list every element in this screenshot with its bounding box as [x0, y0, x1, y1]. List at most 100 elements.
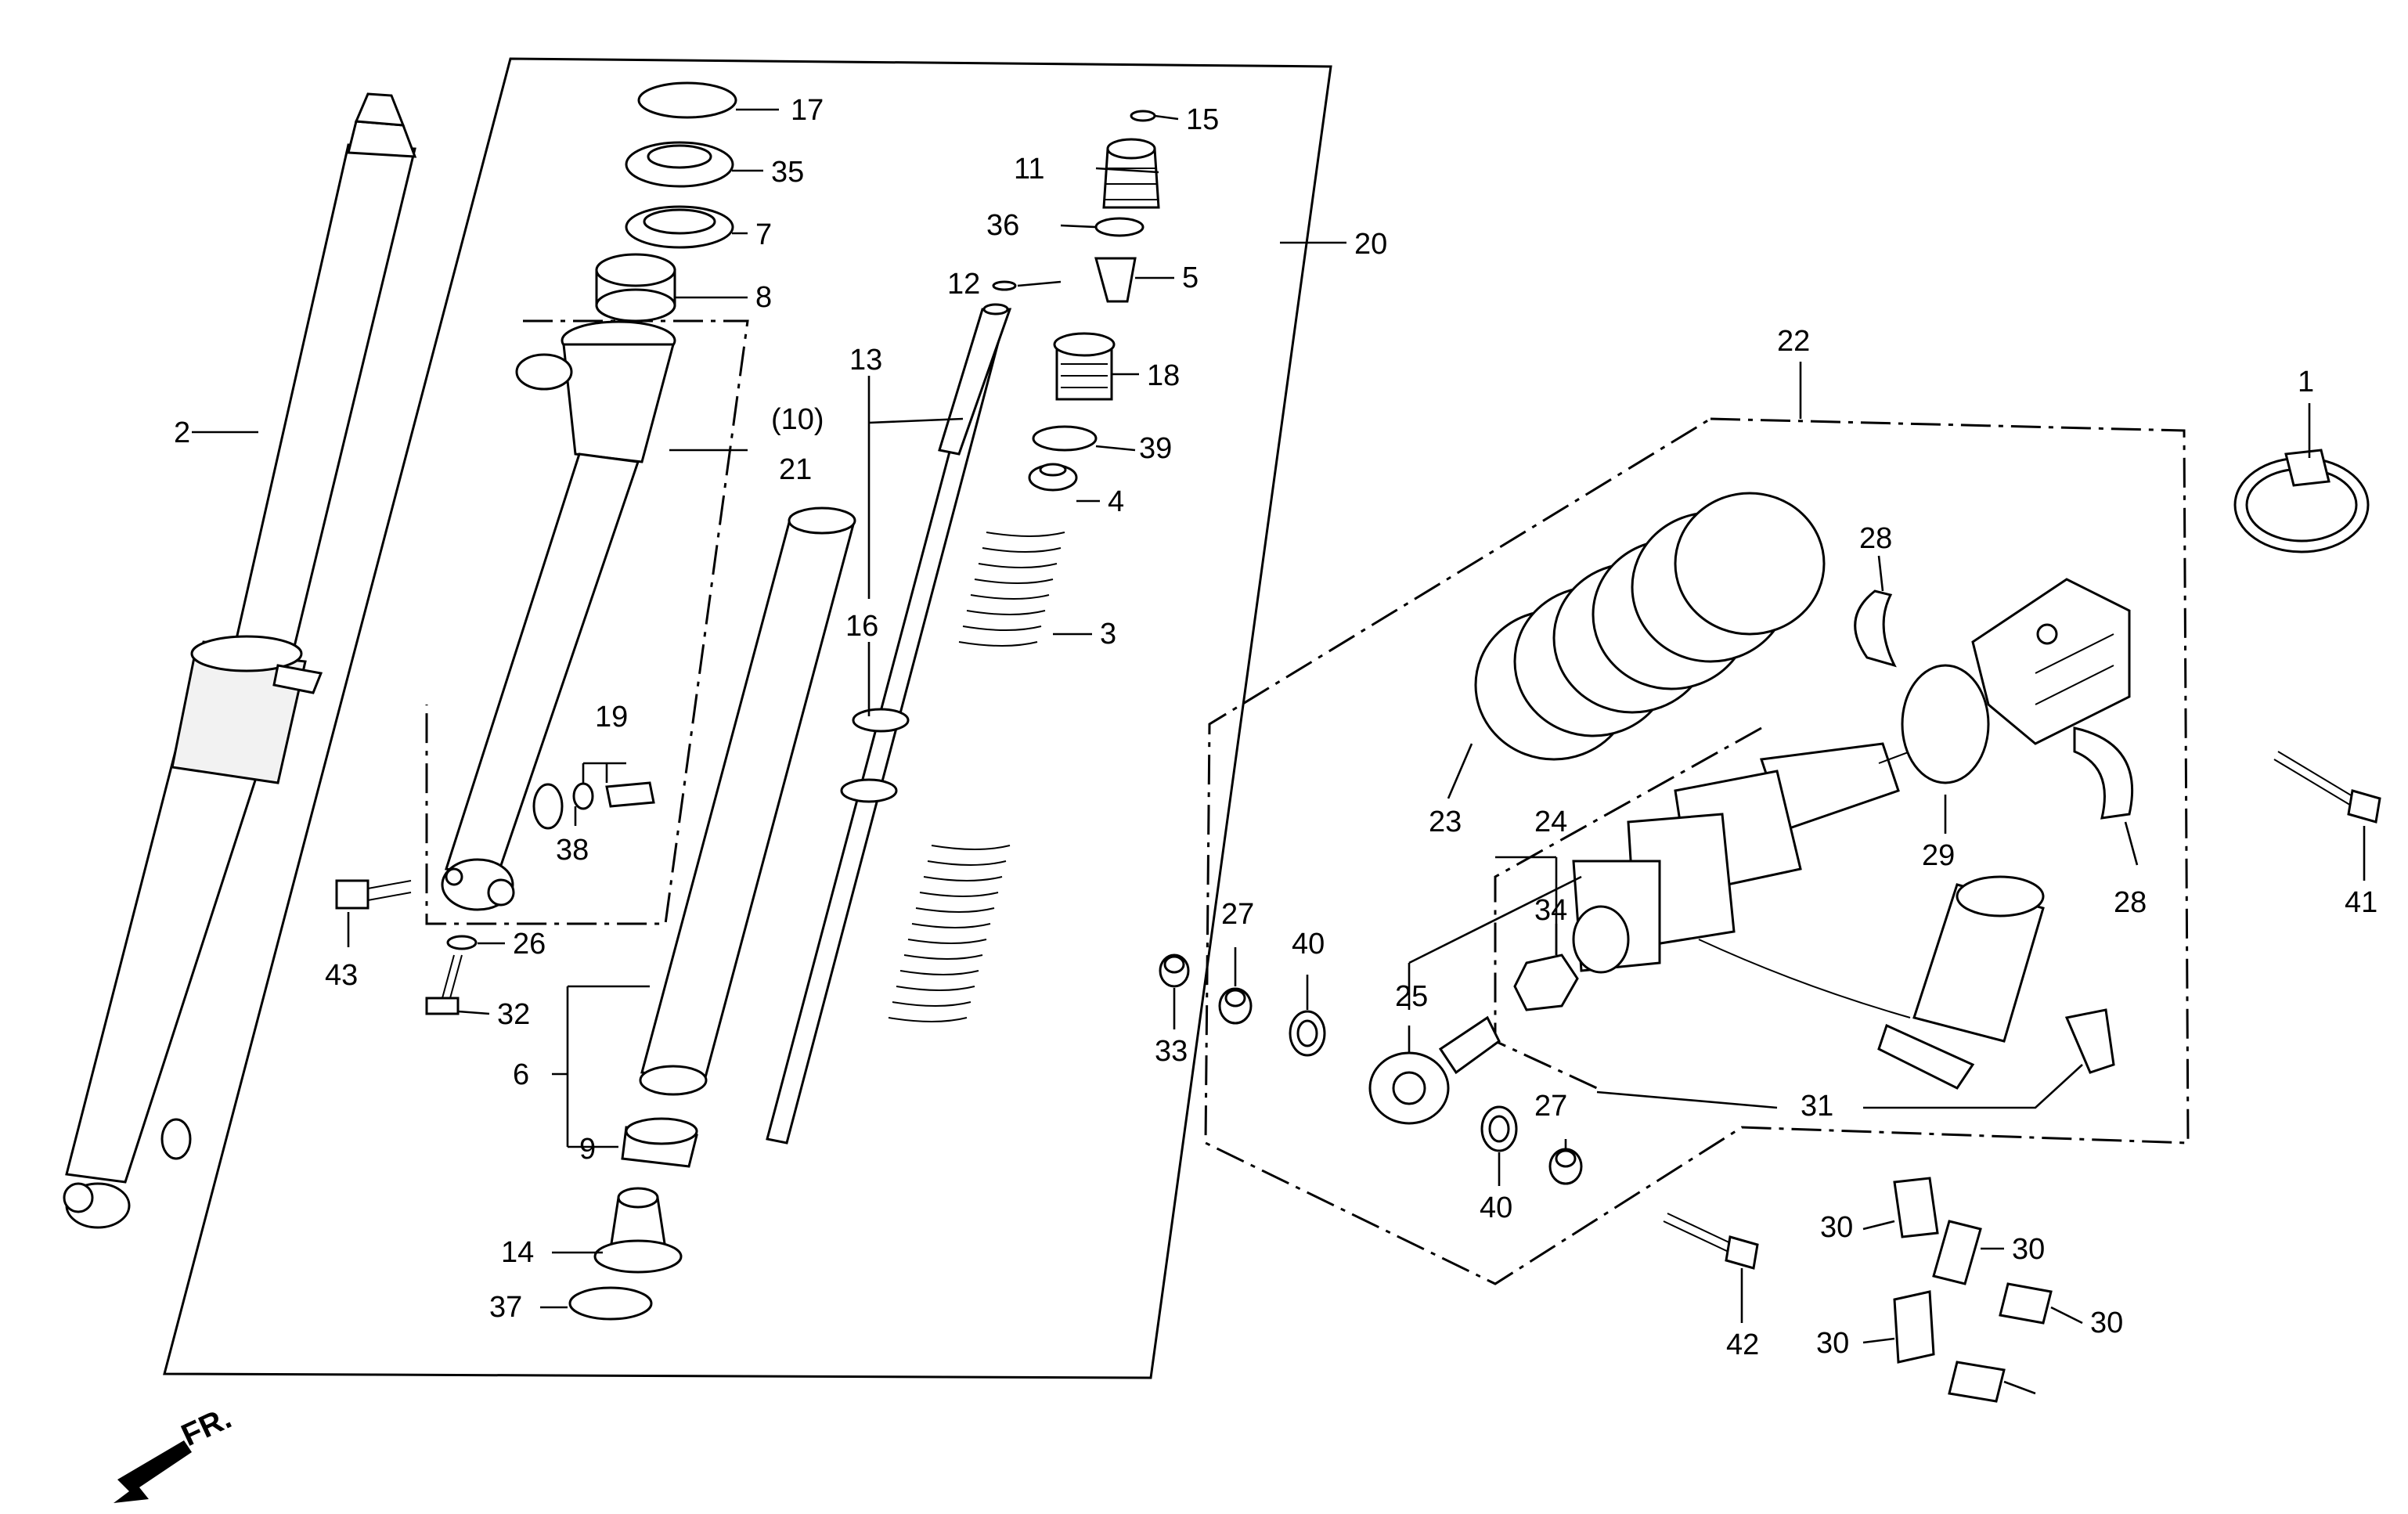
- part-8-bushing: [595, 253, 676, 323]
- label-5: 5: [1182, 261, 1199, 294]
- label-23: 23: [1429, 806, 1462, 838]
- label-7: 7: [755, 218, 772, 251]
- label-15: 15: [1186, 103, 1219, 136]
- part-30-pad-d: [1893, 1290, 1935, 1364]
- label-25: 25: [1395, 980, 1428, 1013]
- label-42: 42: [1726, 1328, 1759, 1361]
- part-40-seal-right: [1480, 1105, 1518, 1152]
- part-35-seal: [625, 141, 734, 188]
- shock-top-mount: [1901, 578, 2131, 784]
- label-35: 35: [771, 156, 804, 189]
- part-27-collar-right: [1548, 1148, 1583, 1185]
- label-11: 11: [1014, 153, 1044, 186]
- label-31: 31: [1801, 1090, 1833, 1123]
- label-38: 38: [556, 834, 589, 867]
- part-40-seal-left: [1289, 1010, 1326, 1057]
- part-28-collar-top: [1854, 589, 1897, 668]
- part-17-ring: [637, 81, 737, 119]
- part-30-pad-c: [1999, 1282, 2053, 1325]
- label-30-c: 30: [2090, 1307, 2123, 1339]
- label-21: 21: [779, 453, 812, 486]
- label-28-bottom: 28: [2114, 886, 2147, 919]
- part-42-bolt: [1663, 1213, 1759, 1270]
- part-11-adjuster: [1102, 138, 1160, 209]
- shock-body-subframe: [1494, 726, 1762, 1090]
- label-32: 32: [497, 998, 530, 1031]
- front-direction-indicator: FR.: [114, 1400, 236, 1503]
- part-4-spacer: [1028, 463, 1078, 492]
- shock-spring: [1474, 492, 1826, 761]
- label-9: 9: [579, 1133, 596, 1166]
- arrow-front-icon: [114, 1440, 192, 1503]
- part-27-collar-left: [1218, 987, 1253, 1025]
- shock-reservoir: [1698, 875, 2115, 1090]
- fork-group-frame: [163, 57, 1332, 1379]
- label-27-right: 27: [1534, 1090, 1567, 1123]
- label-28-top: 28: [1859, 522, 1892, 555]
- label-12: 12: [947, 268, 980, 301]
- label-6: 6: [513, 1058, 529, 1091]
- part-43-bolt: [335, 879, 412, 910]
- label-40-right: 40: [1480, 1191, 1512, 1224]
- label-22: 22: [1777, 325, 1810, 358]
- part-34-nut: [1513, 953, 1579, 1011]
- label-27-left: 27: [1221, 898, 1254, 931]
- label-16: 16: [845, 610, 878, 643]
- label-18: 18: [1147, 359, 1180, 392]
- part-14-piece: [593, 1187, 683, 1274]
- label-1: 1: [2298, 366, 2314, 398]
- label-34: 34: [1534, 894, 1567, 927]
- label-14: 14: [501, 1236, 534, 1269]
- part-26-washer: [446, 935, 478, 950]
- part-18-cap: [1053, 332, 1116, 401]
- part-1-clamp: [2233, 449, 2370, 553]
- part-12-clip: [992, 280, 1017, 291]
- label-41: 41: [2345, 886, 2377, 919]
- fork-tube-assembly: [63, 92, 417, 1229]
- inner-tube: [639, 506, 856, 1096]
- label-39: 39: [1139, 432, 1172, 465]
- shock-body: [1572, 727, 1974, 974]
- label-3: 3: [1100, 618, 1116, 651]
- fork-spring-upper: [958, 532, 1065, 647]
- part-39-ring: [1032, 425, 1098, 452]
- label-20: 20: [1354, 228, 1387, 261]
- part-7-ring: [625, 205, 734, 249]
- damper-rod: [766, 303, 1012, 1145]
- part-5-piece: [1094, 257, 1137, 303]
- outer-tube: [441, 320, 676, 911]
- part-25-eye: [1368, 1015, 1501, 1125]
- part-37-ring: [568, 1286, 653, 1321]
- label-24: 24: [1534, 806, 1567, 838]
- label-33: 33: [1155, 1035, 1188, 1068]
- part-labels: 17 35 7 8 15 11 36 5 12 20 18 13 39 (10)…: [174, 94, 2377, 1361]
- part-28-collar-bottom: [2073, 726, 2134, 820]
- label-26: 26: [513, 928, 546, 961]
- part-30-pad-a: [1893, 1177, 1939, 1238]
- label-13: 13: [849, 344, 882, 377]
- part-15-clip: [1130, 110, 1156, 122]
- part-41-bolt: [2273, 751, 2381, 824]
- part-30-pad-e: [1948, 1361, 2006, 1403]
- leader-lines: [192, 108, 2366, 1395]
- fork-spring-lower: [888, 845, 1011, 1022]
- label-30-d: 30: [1816, 1327, 1849, 1360]
- part-19-bleeder: [572, 781, 655, 810]
- label-29: 29: [1922, 839, 1955, 872]
- label-30-b: 30: [2012, 1233, 2045, 1266]
- label-40-left: 40: [1292, 928, 1325, 961]
- label-19: 19: [595, 701, 628, 734]
- part-30-pad-b: [1932, 1220, 1982, 1285]
- label-10: (10): [771, 403, 824, 436]
- part-32-screw: [425, 954, 463, 1015]
- part-33-bushing: [1159, 953, 1190, 988]
- shock-group-frame: [1204, 417, 2190, 1285]
- label-36: 36: [986, 209, 1019, 242]
- label-4: 4: [1108, 485, 1124, 518]
- label-2: 2: [174, 416, 190, 449]
- part-36-ring: [1094, 217, 1145, 237]
- label-30-a: 30: [1820, 1211, 1853, 1244]
- label-43: 43: [325, 959, 358, 992]
- part-9-bushing: [621, 1117, 698, 1168]
